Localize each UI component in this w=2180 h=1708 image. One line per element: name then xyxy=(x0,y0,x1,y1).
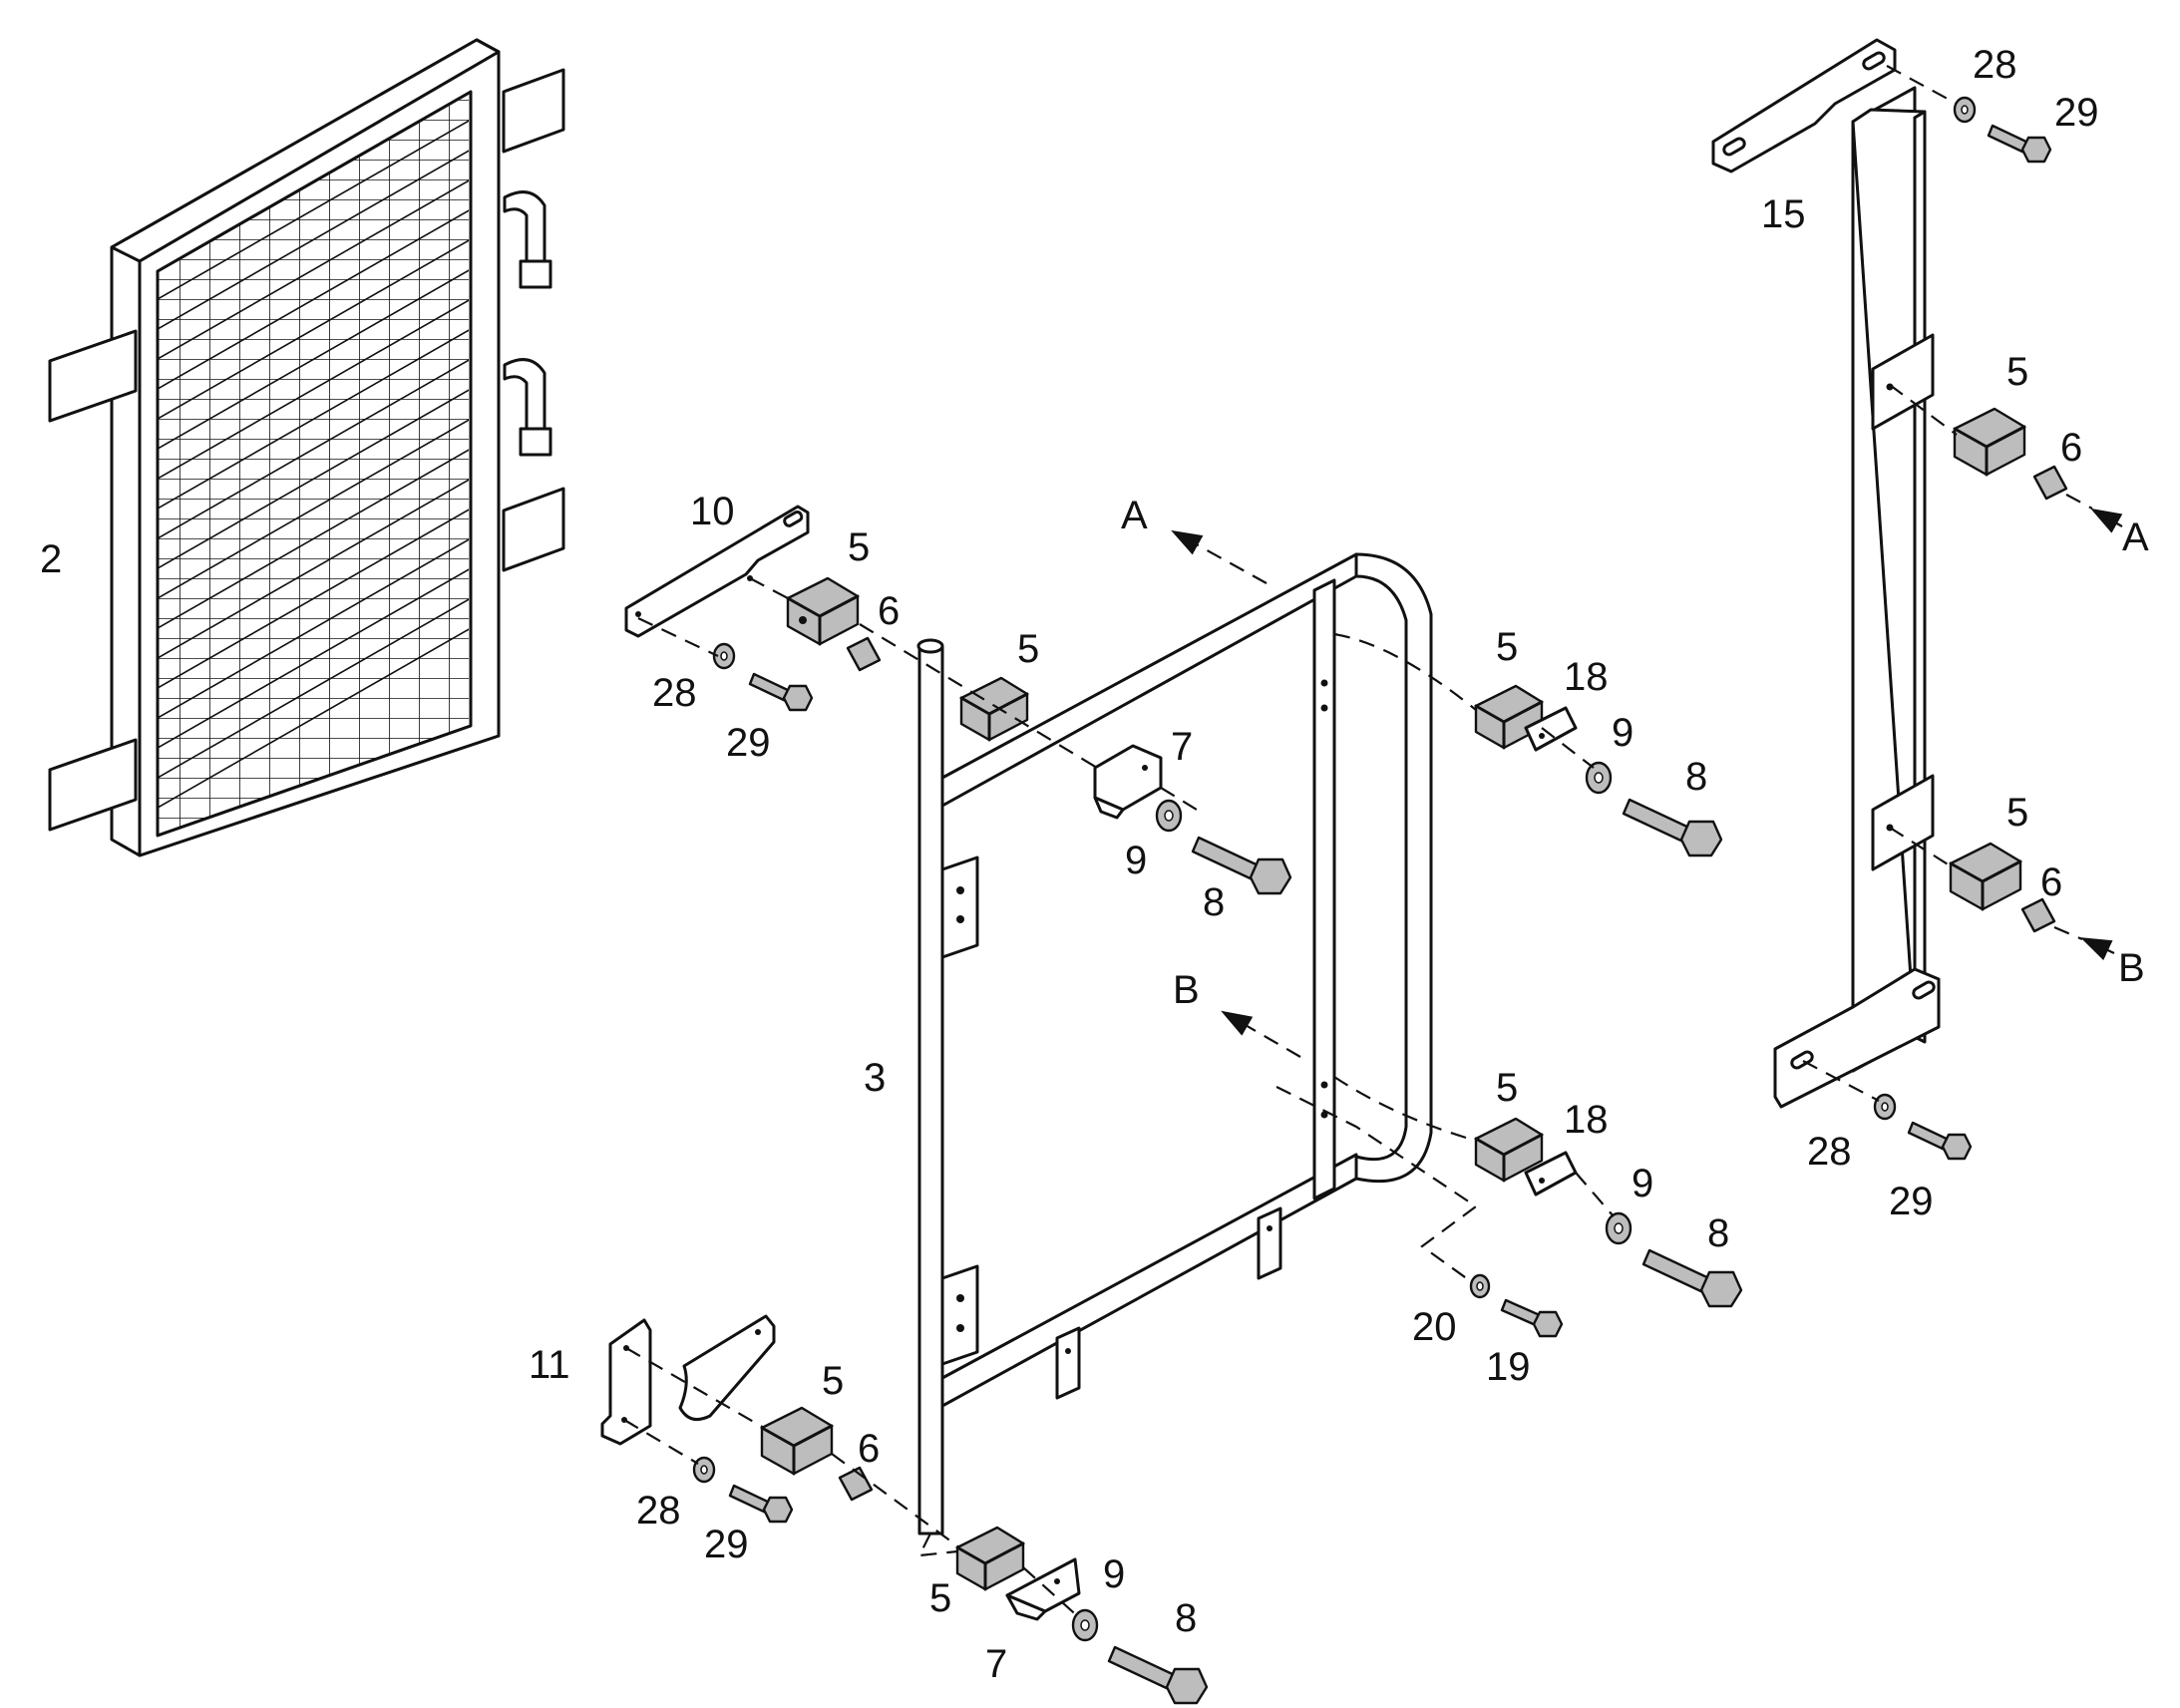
callout-8: 8 xyxy=(1175,1596,1197,1640)
clamp-block xyxy=(959,676,1029,742)
callout-15: 15 xyxy=(1761,192,1806,236)
callout-5: 5 xyxy=(822,1359,844,1403)
callout-9: 9 xyxy=(1612,711,1634,755)
callout-6: 6 xyxy=(2040,860,2062,904)
cap-screw xyxy=(748,672,814,712)
upper-hose-fitting xyxy=(503,190,552,289)
callout-8: 8 xyxy=(1707,1211,1729,1255)
callout-6: 6 xyxy=(2060,426,2082,470)
callout-2: 2 xyxy=(40,537,62,581)
callout-28: 28 xyxy=(1973,43,2017,87)
reference-arrow-b: B xyxy=(2118,946,2145,990)
reference-arrow-b: B xyxy=(1173,968,1200,1012)
callout-5: 5 xyxy=(1017,627,1039,671)
right-support-bracket xyxy=(1711,38,1941,1109)
cap-screw xyxy=(728,1484,794,1524)
callout-29: 29 xyxy=(2054,91,2099,135)
clamp-block xyxy=(1474,1117,1544,1183)
mounting-frame xyxy=(916,552,1433,1536)
callout-9: 9 xyxy=(1103,1552,1125,1596)
callout-28: 28 xyxy=(1807,1130,1852,1174)
callout-6: 6 xyxy=(858,1427,880,1471)
cap-screw xyxy=(1500,1298,1564,1338)
cap-screw xyxy=(1987,124,2052,164)
washer xyxy=(692,96,1977,1642)
callout-18: 18 xyxy=(1564,1098,1609,1142)
callout-5: 5 xyxy=(929,1576,951,1620)
hex-bolt xyxy=(1622,798,1723,857)
hex-bolt xyxy=(1191,836,1292,895)
hex-bolt xyxy=(1641,1248,1743,1308)
reference-arrow-a: A xyxy=(1121,494,1148,537)
clamp-block xyxy=(955,1526,1025,1591)
clamp-block xyxy=(760,1406,834,1476)
callout-5: 5 xyxy=(2006,350,2028,394)
callout-10: 10 xyxy=(690,490,735,533)
callout-9: 9 xyxy=(1632,1162,1653,1205)
callout-29: 29 xyxy=(726,721,771,765)
assembly-lines xyxy=(623,65,2123,1620)
lower-left-bracket xyxy=(600,1314,776,1446)
callout-20: 20 xyxy=(1412,1305,1457,1349)
callout-9: 9 xyxy=(1125,839,1147,882)
cap-screw xyxy=(1907,1121,1973,1161)
hex-bolt xyxy=(1107,1645,1209,1705)
callout-11: 11 xyxy=(529,1343,570,1387)
callout-29: 29 xyxy=(1889,1180,1934,1223)
callout-19: 19 xyxy=(1486,1345,1531,1389)
callout-7: 7 xyxy=(1171,725,1193,769)
angle-bracket xyxy=(1093,744,1163,820)
callout-labels: 2 3 10 11 15 5 5 5 5 5 5 5 5 6 6 6 6 7 7… xyxy=(40,43,2149,1686)
clamp-block xyxy=(1949,842,2022,911)
spacer-sleeve xyxy=(838,465,2068,1502)
callout-5: 5 xyxy=(2006,791,2028,835)
callout-3: 3 xyxy=(864,1056,886,1100)
callout-29: 29 xyxy=(704,1523,749,1566)
reference-arrow-a: A xyxy=(2122,515,2149,559)
callout-7: 7 xyxy=(985,1642,1007,1686)
callout-8: 8 xyxy=(1685,755,1707,799)
callout-5: 5 xyxy=(1496,1066,1518,1110)
oil-cooler-core xyxy=(48,38,565,857)
callout-28: 28 xyxy=(636,1489,681,1533)
callout-28: 28 xyxy=(652,671,697,715)
lower-hose-fitting xyxy=(503,358,552,457)
callout-6: 6 xyxy=(878,589,900,633)
clamp-block xyxy=(786,576,860,646)
callout-5: 5 xyxy=(848,525,870,569)
upper-left-bracket xyxy=(624,505,810,638)
callout-8: 8 xyxy=(1203,880,1225,924)
callout-5: 5 xyxy=(1496,625,1518,669)
callout-18: 18 xyxy=(1564,655,1609,699)
clamp-block xyxy=(1953,407,2026,477)
